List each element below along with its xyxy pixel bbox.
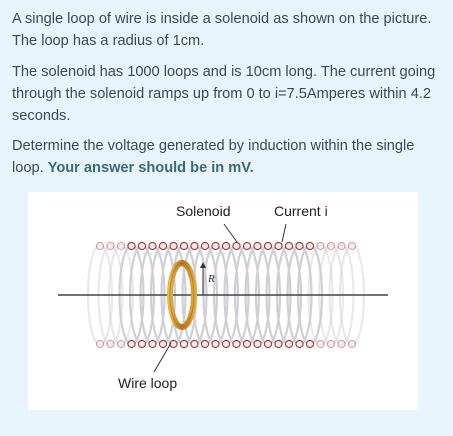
coil-wire-dot [116,241,126,251]
wire-loop-label: Wire loop [118,375,177,391]
coil-wire-dot [232,241,241,251]
coil-wire-dot [148,241,157,251]
coil-wire-dot [284,241,294,251]
coil-wire-dot [316,339,325,349]
problem-paragraph-2: The solenoid has 1000 loops and is 10cm … [12,64,436,124]
coil-wire-dot [253,339,262,349]
coil-wire-dot [337,241,346,251]
solenoid-figure: R Solenoid Current i Wire loop [28,192,418,410]
coil-wire-dot [295,241,304,251]
coil-wire-dot [137,339,147,349]
coil-wire-dot [242,339,252,349]
radius-arrowhead [200,262,206,268]
coil-wire-dot [221,241,231,251]
wire-loop-ring [167,260,197,330]
coil-dots-top [95,241,357,251]
coil-wire-dot [274,241,283,251]
coil-wire-dot [347,241,357,251]
coil-wire-dot [95,241,105,251]
coil-wire-dot [127,339,136,349]
coil-wire-dot [127,241,136,251]
coil-wire-dot [158,241,168,251]
coil-wire-dot [295,339,304,349]
answer-unit-instruction: Your answer should be in mV. [47,160,254,176]
solenoid-label: Solenoid [176,203,231,219]
coil-wire-dot [232,339,241,349]
coil-wire-dot [326,339,336,349]
current-pointer [281,223,287,243]
problem-paragraph-1: A single loop of wire is inside a soleno… [12,11,432,49]
coil-wire-dot [200,339,210,349]
problem-paragraph-3: Determine the voltage generated by induc… [12,135,444,179]
coil-wire-dot [347,339,357,349]
coil-wire-dot [242,241,252,251]
coil-wire-dot [305,241,315,251]
coil-wire-dot [190,339,199,349]
coil-wire-dot [169,241,178,251]
coil-wire-dot [316,241,325,251]
solenoid-diagram: R Solenoid Current i Wire loop [58,203,388,391]
radius-label: R [207,273,215,285]
coil-wire-dot [158,339,168,349]
coil-wire-dot [274,339,283,349]
solenoid-pointer [223,223,238,243]
coil-wire-dot [179,241,189,251]
coil-wire-dot [106,339,115,349]
coil-wire-dot [95,339,105,349]
coil-wire-dot [263,339,273,349]
coil-wire-dot [305,339,315,349]
wire-loop-pointer [153,342,172,373]
coil-wire-dot [263,241,273,251]
coil-wire-dot [326,241,336,251]
coil-dots-bottom [95,339,357,349]
coil-wire-dot [284,339,294,349]
coil-wire-dot [221,339,231,349]
coil-wire-dot [190,241,199,251]
coil-wire-dot [211,339,220,349]
coil-wire-dot [148,339,157,349]
coil-wire-dot [200,241,210,251]
coil-wire-dot [211,241,220,251]
current-label: Current i [274,203,328,219]
coil-wire-dot [179,339,189,349]
coil-wire-dot [137,241,147,251]
coil-wire-dot [337,339,346,349]
coil-wire-dot [106,241,115,251]
coil-wire-dot [116,339,126,349]
question-text: Determine the voltage generated by induc… [12,138,415,176]
coil-wire-dot [253,241,262,251]
